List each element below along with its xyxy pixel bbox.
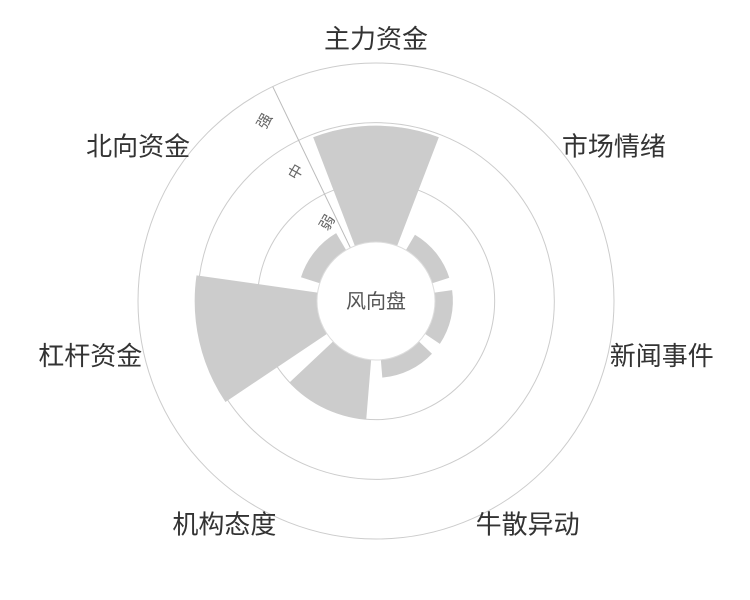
category-label: 北向资金 <box>86 132 190 162</box>
center-circle <box>316 241 436 361</box>
radius-axis-line <box>272 86 351 249</box>
bar-1[interactable] <box>405 234 450 284</box>
category-label: 机构态度 <box>172 510 276 540</box>
bar-2[interactable] <box>424 290 453 344</box>
radius-level-label: 弱 <box>316 212 339 234</box>
category-label: 牛散异动 <box>476 510 580 540</box>
radius-level-label: 强 <box>253 110 276 132</box>
bar-5[interactable] <box>194 275 328 403</box>
bar-4[interactable] <box>289 341 372 420</box>
category-label: 杠杆资金 <box>38 342 142 372</box>
chart-title: 风向盘 <box>346 289 406 313</box>
bar-0[interactable] <box>313 125 439 246</box>
bar-6[interactable] <box>300 233 347 284</box>
radius-level-label: 中 <box>284 161 307 183</box>
category-label: 新闻事件 <box>610 342 714 372</box>
grid-ring <box>137 62 615 540</box>
bar-3[interactable] <box>380 341 432 378</box>
bars <box>194 125 453 420</box>
category-label: 市场情绪 <box>562 132 666 162</box>
category-label: 主力资金 <box>324 25 428 55</box>
